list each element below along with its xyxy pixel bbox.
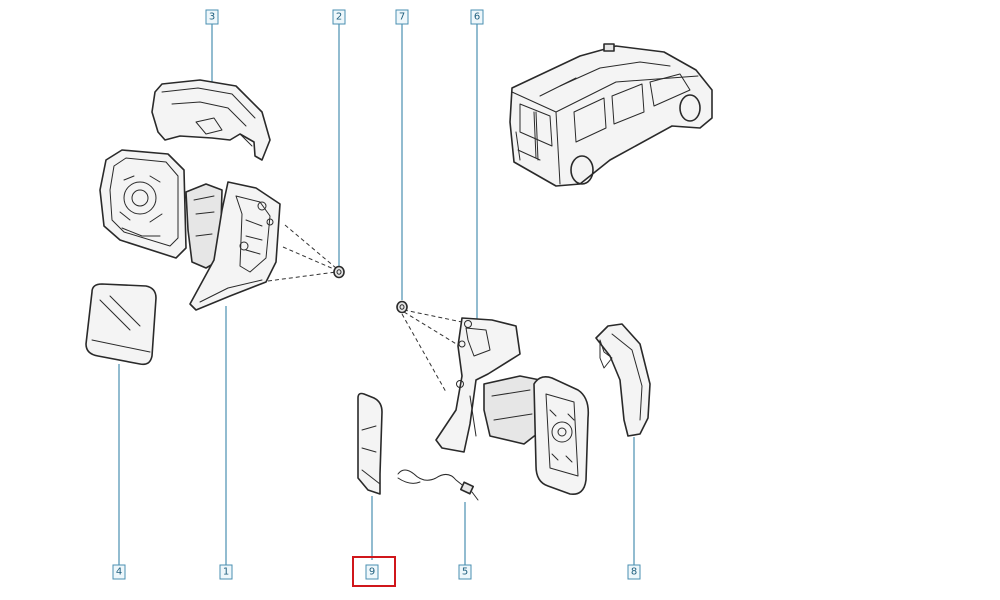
callout-7: 7 <box>395 9 409 25</box>
callout-label-6: 6 <box>474 12 480 23</box>
callout-label-5: 5 <box>462 567 468 578</box>
callout-label-8: 8 <box>631 567 637 578</box>
part-9-mirror-glass <box>357 392 383 495</box>
part-7-nut <box>396 300 408 314</box>
callout-9-highlight <box>352 556 396 587</box>
assembly-lines-right <box>401 309 463 393</box>
part-3-mirror-cover <box>151 79 271 161</box>
callout-label-9: 9 <box>369 567 375 578</box>
callout-6: 6 <box>470 9 484 25</box>
callout-3: 3 <box>205 9 219 25</box>
callout-2: 2 <box>332 9 346 25</box>
callout-1: 1 <box>219 564 233 580</box>
callout-label-4: 4 <box>116 567 122 578</box>
part-5-wiring-harness <box>397 469 479 501</box>
part-8-mirror-cover <box>595 323 651 437</box>
callout-label-7: 7 <box>399 12 405 23</box>
callout-label-3: 3 <box>209 12 215 23</box>
callout-5: 5 <box>458 564 472 580</box>
callout-9: 9 <box>352 556 396 587</box>
callout-4: 4 <box>112 564 126 580</box>
van-illustration <box>509 43 713 187</box>
leader-lines <box>118 24 635 565</box>
assembly-lines-left <box>267 224 337 282</box>
part-6-mounting-bracket <box>435 317 521 453</box>
callout-label-2: 2 <box>336 12 342 23</box>
left-mirror-housing <box>99 149 223 269</box>
right-mirror-housing <box>483 375 590 496</box>
part-4-mirror-glass <box>85 283 157 366</box>
callout-8: 8 <box>627 564 641 580</box>
callout-label-1: 1 <box>223 567 229 578</box>
part-1-mounting-bracket <box>189 181 281 311</box>
part-2-nut <box>333 265 345 279</box>
